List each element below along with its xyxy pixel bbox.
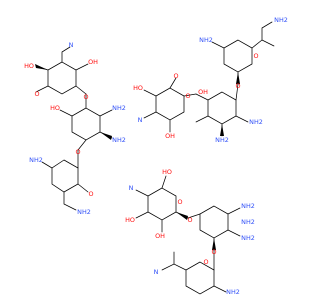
molecule-3-atom-label: HO	[125, 216, 135, 224]
molecule-3-atom-label: O	[187, 216, 192, 224]
molecule-2-atom-label: N	[138, 116, 143, 124]
molecule-2-atom-label: O	[253, 52, 258, 60]
molecule-3-atom-label: N	[154, 268, 159, 276]
molecule-1-atom-label: O	[88, 190, 93, 198]
molecule-1-atom-label: O	[83, 93, 88, 101]
molecule-3-atom-label: HO	[162, 168, 172, 176]
molecule-1-atom-label: O	[34, 90, 39, 98]
molecule-3-atom-label: N	[129, 184, 134, 192]
molecule-1-atom-label: OH	[88, 58, 98, 66]
molecule-1-atom-label: NH2	[112, 136, 126, 144]
molecule-1-atom-label: HO	[50, 104, 60, 112]
molecule-1-atom-label: NH2	[29, 156, 43, 164]
molecule-3-atom-label: O	[211, 248, 216, 256]
molecule-2-bonds	[143, 21, 275, 137]
molecule-gentamicin-c2: HO N O NH2 HO O NH2 NH2 OH O O N NH2	[125, 168, 255, 296]
molecule-3-atom-label: NH2	[241, 218, 255, 226]
molecule-1-atom-label: HO	[24, 62, 34, 70]
molecule-3-atom-label: NH2	[241, 234, 255, 242]
molecule-1-atom-label: NH2	[77, 208, 91, 216]
molecule-2-atom-label: O	[173, 72, 178, 80]
molecule-2-atom-label: NH2	[249, 118, 263, 126]
molecule-3-atom-label: NH2	[226, 288, 240, 296]
molecule-2-atom-label: O	[235, 82, 240, 90]
molecule-3-atom-label: OH	[155, 232, 165, 240]
molecule-1-bonds	[35, 46, 113, 211]
molecule-2-atom-label: HO	[133, 84, 143, 92]
molecule-1-atom-label: O	[75, 148, 80, 156]
molecule-3-atom-label: O	[203, 258, 208, 266]
molecule-3-atom-label: O	[177, 198, 182, 206]
molecule-2-atom-label: O	[185, 92, 190, 100]
structure-diagram: N HO OH O O HO NH2 NH2 O NH2 O NH2	[24, 16, 288, 296]
molecule-1-atom-label: NH2	[112, 104, 126, 112]
molecule-2-atom-label: OH	[165, 132, 175, 140]
molecule-2-atom-label: NH2	[215, 136, 229, 144]
molecule-2-atom-label: NH2	[199, 36, 213, 44]
molecule-2-atom-label: NH2	[274, 16, 288, 24]
molecule-3-atom-label: NH2	[241, 202, 255, 210]
molecule-1-atom-label: N	[69, 41, 74, 49]
molecule-gentamicin-c1a: N HO OH O O HO NH2 NH2 O NH2 O NH2	[24, 41, 126, 216]
molecule-gentamicin-c1: NH2 NH2 O O OH NH2 HO O O N NH2 OH	[133, 16, 288, 144]
molecule-3-bonds	[135, 175, 241, 295]
molecule-2-atom-label: OH	[198, 88, 208, 96]
